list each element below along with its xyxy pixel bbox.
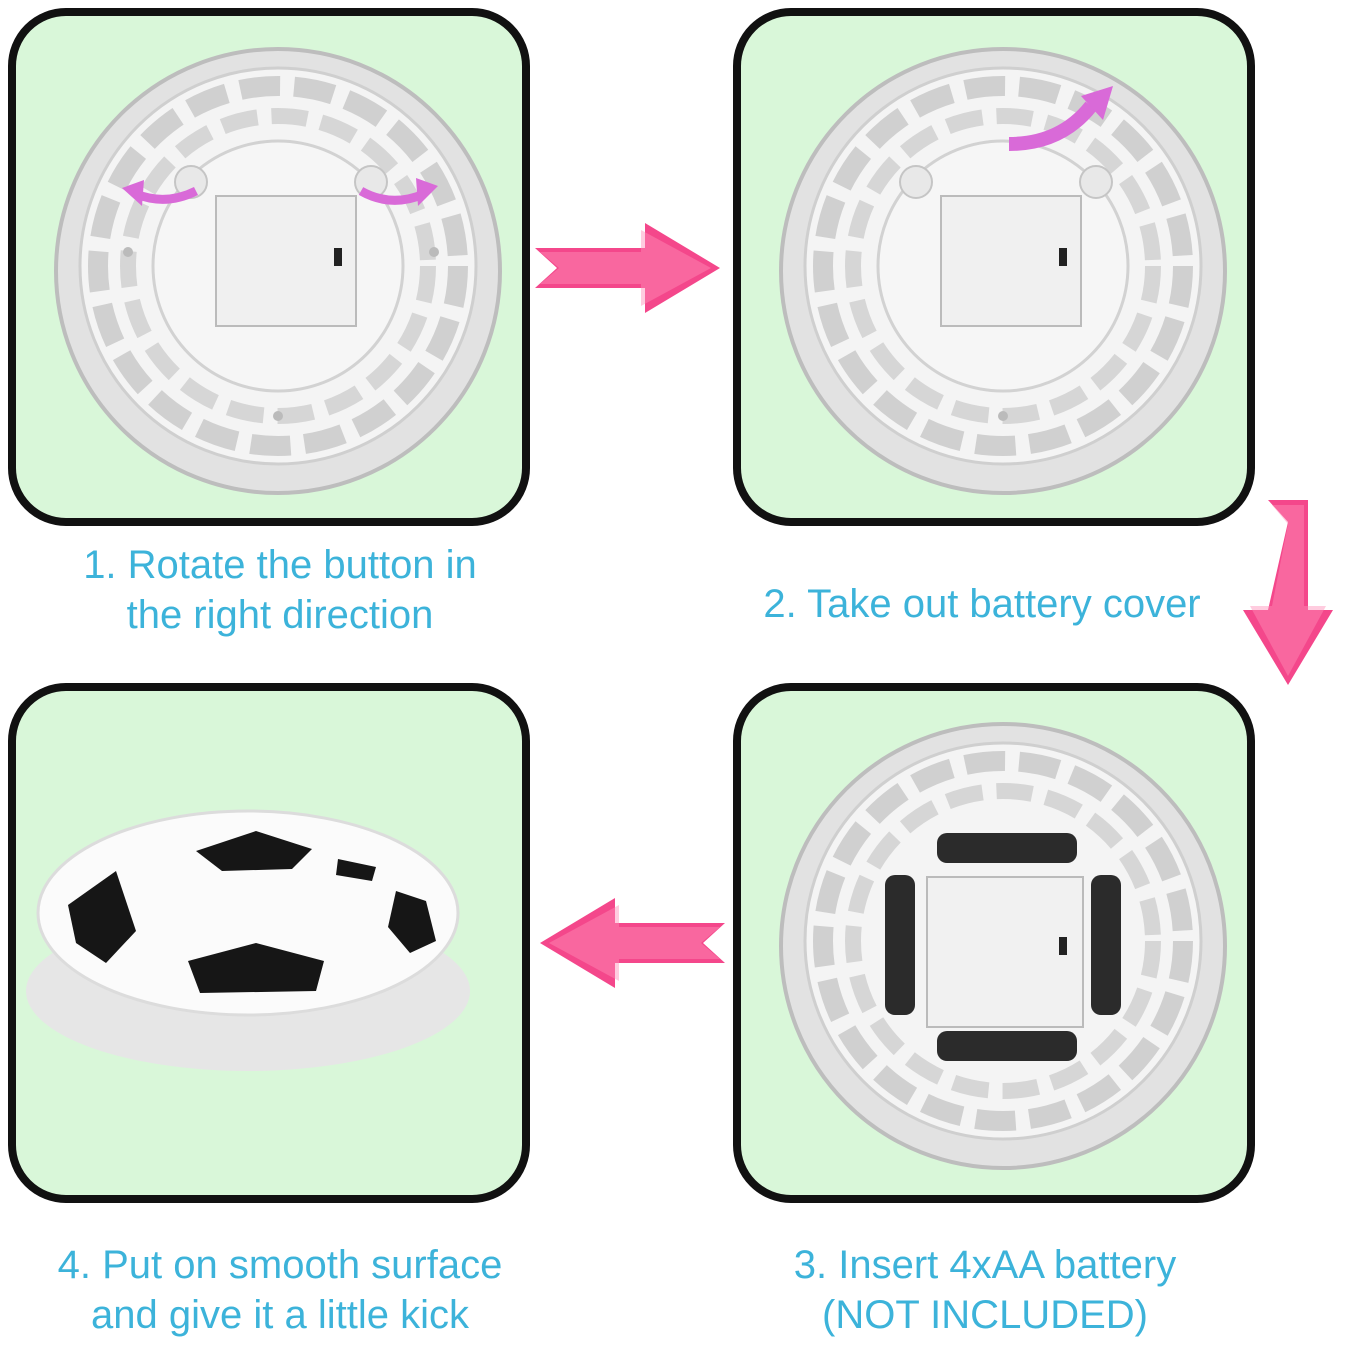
- pink-arrow-icon: [535, 223, 720, 313]
- step-3-panel: [733, 683, 1255, 1203]
- step-2-caption: 2. Take out battery cover: [722, 579, 1242, 629]
- step-1-panel: [8, 8, 530, 526]
- step-1-caption: 1. Rotate the button in the right direct…: [40, 540, 520, 640]
- lift-arrow-icon: [1008, 86, 1113, 151]
- step-2-line-1: 2. Take out battery cover: [763, 582, 1201, 626]
- step-1-line-2: the right direction: [126, 593, 434, 637]
- hover-ball-bottom-image: [54, 47, 502, 495]
- step-3-line-1: 3. Insert 4xAA battery: [793, 1243, 1177, 1287]
- step-3-line-2: (NOT INCLUDED): [822, 1293, 1148, 1337]
- pink-arrow-icon: [1243, 500, 1333, 685]
- soccer-ball-icon: [26, 809, 470, 1071]
- battery-icon: [885, 833, 1121, 1061]
- step-4-caption: 4. Put on smooth surface and give it a l…: [20, 1240, 540, 1340]
- step-1-line-1: 1. Rotate the button in: [83, 543, 477, 587]
- step-4-panel: [8, 683, 530, 1203]
- step-4-line-2: and give it a little kick: [91, 1293, 469, 1337]
- hover-ball-bottom-image: [779, 47, 1227, 495]
- step-2-panel: [733, 8, 1255, 526]
- step-3-caption: 3. Insert 4xAA battery (NOT INCLUDED): [740, 1240, 1230, 1340]
- rotate-arrow-icon: [122, 178, 438, 206]
- pink-arrow-icon: [540, 898, 725, 988]
- step-4-line-1: 4. Put on smooth surface: [57, 1243, 503, 1287]
- hover-ball-batteries-image: [779, 722, 1227, 1170]
